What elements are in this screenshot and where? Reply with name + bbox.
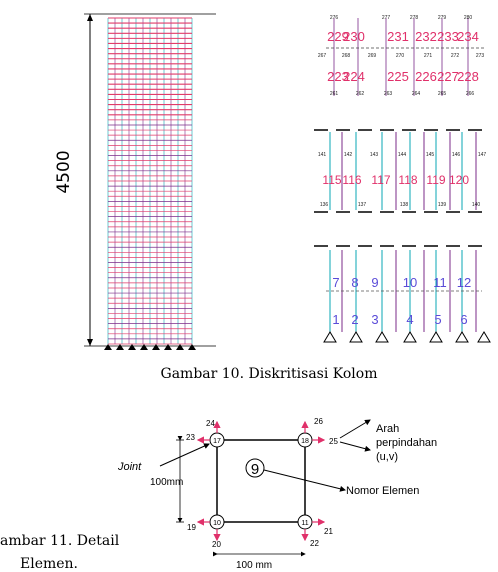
- element-label: 117: [371, 173, 390, 187]
- mesh-detail-middle: 115 116 117 118 119 120 141 142 143 144 …: [314, 129, 490, 213]
- element-label: 231: [387, 29, 409, 44]
- node-label: 144: [398, 152, 407, 158]
- node-label: 138: [400, 202, 409, 208]
- element-label: 2: [351, 312, 358, 327]
- node-label: 147: [478, 152, 487, 158]
- column-height-dimension: 4500: [54, 150, 74, 194]
- element-number: 9: [251, 461, 259, 478]
- figure-10-caption: Gambar 10. Diskritisasi Kolom: [160, 366, 378, 382]
- node-label: 137: [358, 202, 367, 208]
- element-label: 9: [371, 275, 378, 290]
- node-label: 261: [330, 91, 339, 97]
- element-label: 115: [322, 173, 341, 187]
- node-label: 141: [318, 152, 327, 158]
- element-label: 4: [406, 312, 413, 327]
- node-label: 146: [452, 152, 461, 158]
- figure-11-caption: ambar 11. Detail: [0, 533, 120, 549]
- dimension-vertical: 100mm: [150, 477, 183, 488]
- element-label: 232: [415, 29, 437, 44]
- element-label: 6: [460, 312, 467, 327]
- element-label: 223: [327, 69, 349, 84]
- element-label: 234: [457, 29, 479, 44]
- element-label: 12: [457, 275, 471, 290]
- node-label: 278: [410, 15, 419, 21]
- node-label: 272: [451, 53, 460, 59]
- figure-10: 4500 229 230 231 232 233 234 223 224 225…: [54, 6, 491, 382]
- dof-label: 23: [186, 433, 195, 442]
- element-detail-diagram: 17 18 10 11 24 23 26 25 19 20 22 21: [117, 417, 437, 571]
- element-label: 120: [449, 173, 469, 187]
- column-mesh-overview: [78, 6, 216, 352]
- joint-number: 10: [213, 520, 221, 527]
- node-label: 264: [412, 91, 421, 97]
- element-label: 227: [437, 69, 459, 84]
- element-label: 233: [437, 29, 459, 44]
- figure-11: 17 18 10 11 24 23 26 25 19 20 22 21: [0, 400, 498, 572]
- node-label: 265: [438, 91, 447, 97]
- element-label: 119: [426, 173, 445, 187]
- element-label: 10: [403, 275, 417, 290]
- figure-11-caption-cont: Elemen.: [20, 556, 79, 572]
- node-label: 266: [466, 91, 475, 97]
- direction-callout: (u,v): [376, 451, 398, 463]
- node-label: 277: [382, 15, 391, 21]
- direction-callout: perpindahan: [376, 437, 437, 449]
- node-label: 273: [476, 53, 485, 59]
- dof-label: 19: [187, 523, 196, 532]
- node-label: 267: [318, 53, 327, 59]
- node-label: 271: [424, 53, 433, 59]
- direction-callout: Arah: [376, 423, 399, 435]
- dof-label: 24: [206, 419, 215, 428]
- node-label: 262: [356, 91, 365, 97]
- node-label: 140: [472, 202, 481, 208]
- element-label: 118: [398, 173, 417, 187]
- joint-number: 17: [213, 438, 221, 445]
- element-number-callout: Nomor Elemen: [346, 485, 419, 497]
- dof-label: 20: [212, 540, 221, 549]
- joint-number: 11: [301, 520, 308, 527]
- node-label: 263: [384, 91, 393, 97]
- element-label: 7: [332, 275, 339, 290]
- node-label: 143: [370, 152, 379, 158]
- node-label: 269: [368, 53, 377, 59]
- element-square: [216, 439, 306, 523]
- node-label: 145: [426, 152, 435, 158]
- dof-label: 25: [329, 437, 338, 446]
- element-label: 229: [327, 29, 349, 44]
- element-label: 225: [387, 69, 409, 84]
- mesh-detail-top: 229 230 231 232 233 234 223 224 225 226 …: [318, 15, 485, 97]
- node-label: 142: [344, 152, 353, 158]
- element-label: 5: [434, 312, 441, 327]
- element-label: 226: [415, 69, 437, 84]
- element-label: 116: [342, 173, 361, 187]
- dof-label: 21: [324, 527, 333, 536]
- element-label: 3: [371, 312, 378, 327]
- joint-number: 18: [301, 438, 309, 445]
- dof-label: 22: [310, 539, 319, 548]
- node-label: 268: [342, 53, 351, 59]
- element-label: 11: [433, 275, 447, 290]
- node-label: 270: [396, 53, 405, 59]
- dimension-horizontal: 100 mm: [236, 560, 272, 571]
- node-label: 139: [438, 202, 447, 208]
- joint-callout: Joint: [117, 461, 142, 473]
- element-label: 1: [332, 312, 339, 327]
- dof-label: 26: [314, 417, 323, 426]
- element-label: 8: [351, 275, 358, 290]
- element-label: 230: [343, 29, 365, 44]
- mesh-detail-bottom: 7 8 9 10 11 12 1 2 3 4 5 6: [314, 245, 491, 343]
- element-label: 224: [343, 69, 365, 84]
- node-label: 136: [320, 202, 329, 208]
- element-label: 228: [457, 69, 479, 84]
- node-label: 279: [438, 15, 447, 21]
- node-label: 276: [330, 15, 339, 21]
- node-label: 280: [464, 15, 473, 21]
